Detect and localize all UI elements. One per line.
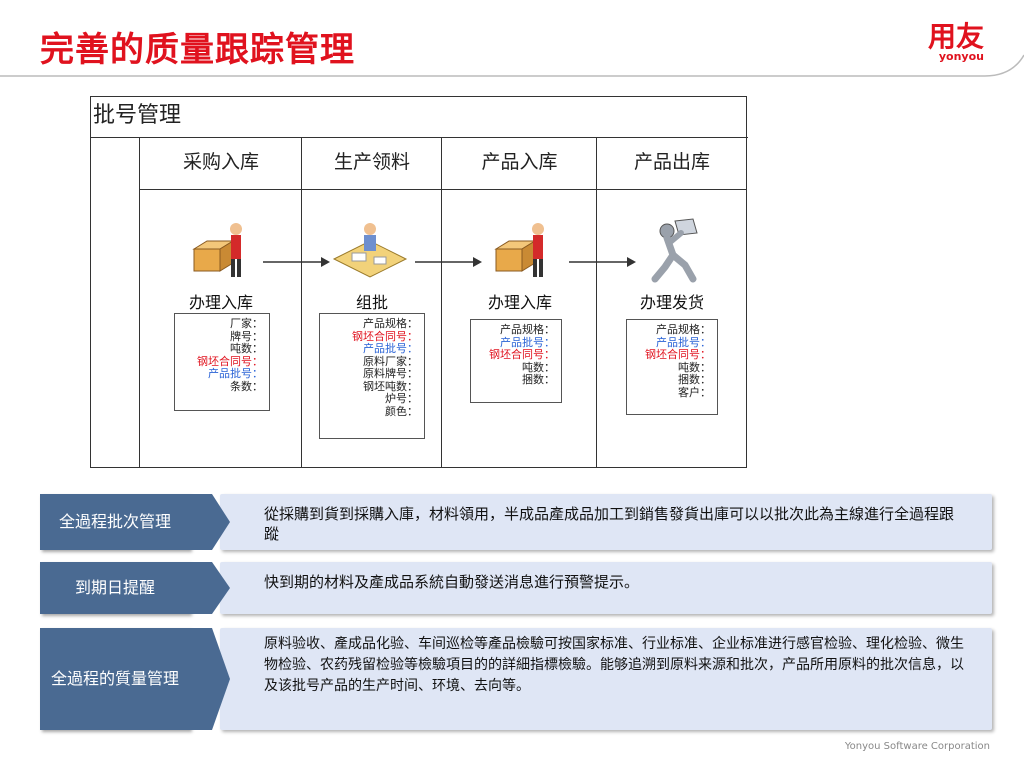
- field-list: 产品规格： 产品批号： 钢坯合同号： 吨数： 捆数：: [470, 319, 562, 403]
- field-item: 钢坯吨数：: [363, 379, 418, 393]
- field-item: 产品批号：: [363, 342, 418, 355]
- field-item: 钢坯合同号：: [645, 348, 711, 361]
- flow-arrow: [415, 257, 482, 267]
- feature-row-quality-management: 原料验收、產成品化验、车间巡检等產品檢驗可按国家标准、行业标准、企业标准进行感官…: [40, 628, 992, 730]
- step-label: 组批: [355, 293, 388, 312]
- receiving-worker-icon: [192, 223, 242, 277]
- feature-tag: 全過程的質量管理: [40, 628, 190, 730]
- diagram-title: 批号管理: [91, 97, 748, 138]
- field-item: 钢坯合同号：: [352, 329, 418, 343]
- column-head: 生产领料: [302, 137, 442, 190]
- field-item: 颜色：: [385, 404, 418, 418]
- field-list: 产品规格： 产品批号： 钢坯合同号： 吨数： 捆数： 客户：: [626, 319, 718, 415]
- field-item: 钢坯合同号：: [197, 354, 263, 368]
- chevron-right-icon: [190, 628, 230, 730]
- page-title: 完善的质量跟踪管理: [40, 30, 355, 70]
- feature-description: 快到期的材料及產成品系統自動發送消息進行預警提示。: [220, 562, 992, 614]
- column-production-issue: 生产领料 组批 产品规格： 钢坯合同号： 产品批号： 原料厂家： 原料牌号： 钢…: [301, 137, 442, 467]
- field-item: 客户：: [678, 385, 711, 399]
- field-item: 炉号：: [385, 392, 418, 405]
- flow-arrow: [263, 257, 330, 267]
- field-item: 产品规格：: [363, 317, 418, 330]
- chevron-right-icon: [190, 562, 230, 614]
- field-item: 产品批号：: [500, 335, 555, 349]
- field-item: 产品规格：: [500, 323, 555, 336]
- field-item: 捆数：: [678, 373, 711, 386]
- field-list: 产品规格： 钢坯合同号： 产品批号： 原料厂家： 原料牌号： 钢坯吨数： 炉号：…: [319, 313, 425, 439]
- logo-cn: 用友: [927, 20, 984, 53]
- field-item: 产品批号：: [208, 367, 263, 380]
- delivery-runner-icon: [651, 218, 698, 283]
- field-list: 厂家： 牌号： 吨数： 钢坯合同号： 产品批号： 条数：: [174, 313, 270, 411]
- feature-tag: 全過程批次管理: [40, 494, 190, 550]
- field-item: 吨数：: [522, 360, 555, 374]
- footer-company: Yonyou Software Corporation: [844, 741, 990, 752]
- field-item: 捆数：: [522, 373, 555, 386]
- feature-row-expiry-reminder: 快到期的材料及產成品系統自動發送消息進行預警提示。 到期日提醒: [40, 562, 992, 614]
- column-head: 采购入库: [140, 137, 302, 190]
- column-head: 产品入库: [442, 137, 597, 190]
- field-item: 条数：: [230, 379, 263, 393]
- desk-worker-icon: [332, 223, 408, 278]
- field-item: 钢坯合同号：: [489, 348, 555, 361]
- logo-en: yonyou: [938, 50, 984, 63]
- receiving-worker-icon: [494, 223, 544, 277]
- header-divider: [0, 54, 1024, 77]
- step-label: 办理发货: [639, 293, 704, 312]
- column-product-out: 产品出库 办理发货 产品规格： 产品批号： 钢坯合同号： 吨数： 捆数： 客户：: [596, 137, 747, 467]
- field-item: 产品批号：: [656, 335, 711, 349]
- chevron-right-icon: [190, 494, 230, 550]
- batch-management-diagram: 批号管理 采购入库 办理入库 厂家： 牌号： 吨数： 钢坯合同号： 产品批号： …: [90, 96, 748, 468]
- feature-description: 原料验收、產成品化验、车间巡检等產品檢驗可按国家标准、行业标准、企业标准进行感官…: [220, 628, 992, 730]
- column-head: 产品出库: [597, 137, 747, 190]
- diagram-margin-column: [91, 137, 139, 467]
- column-purchase-in: 采购入库 办理入库 厂家： 牌号： 吨数： 钢坯合同号： 产品批号： 条数：: [139, 137, 302, 467]
- field-item: 吨数：: [230, 342, 263, 355]
- field-item: 吨数：: [678, 360, 711, 374]
- step-label: 办理入库: [188, 293, 253, 312]
- feature-tag: 到期日提醒: [40, 562, 190, 614]
- feature-description: 從採購到貨到採購入庫，材料領用，半成品產成品加工到銷售發貨出庫可以以批次此為主線…: [220, 494, 992, 550]
- field-item: 厂家：: [230, 317, 263, 330]
- brand-logo: 用友 yonyou: [927, 20, 984, 64]
- column-product-in: 产品入库 办理入库 产品规格： 产品批号： 钢坯合同号： 吨数： 捆数：: [441, 137, 597, 467]
- flow-arrow: [569, 257, 636, 267]
- field-item: 牌号：: [230, 329, 263, 343]
- field-item: 原料厂家：: [363, 354, 418, 368]
- step-label: 办理入库: [487, 293, 552, 312]
- feature-row-batch-management: 從採購到貨到採購入庫，材料領用，半成品產成品加工到銷售發貨出庫可以以批次此為主線…: [40, 494, 992, 550]
- field-item: 产品规格：: [656, 323, 711, 336]
- field-item: 原料牌号：: [363, 367, 418, 380]
